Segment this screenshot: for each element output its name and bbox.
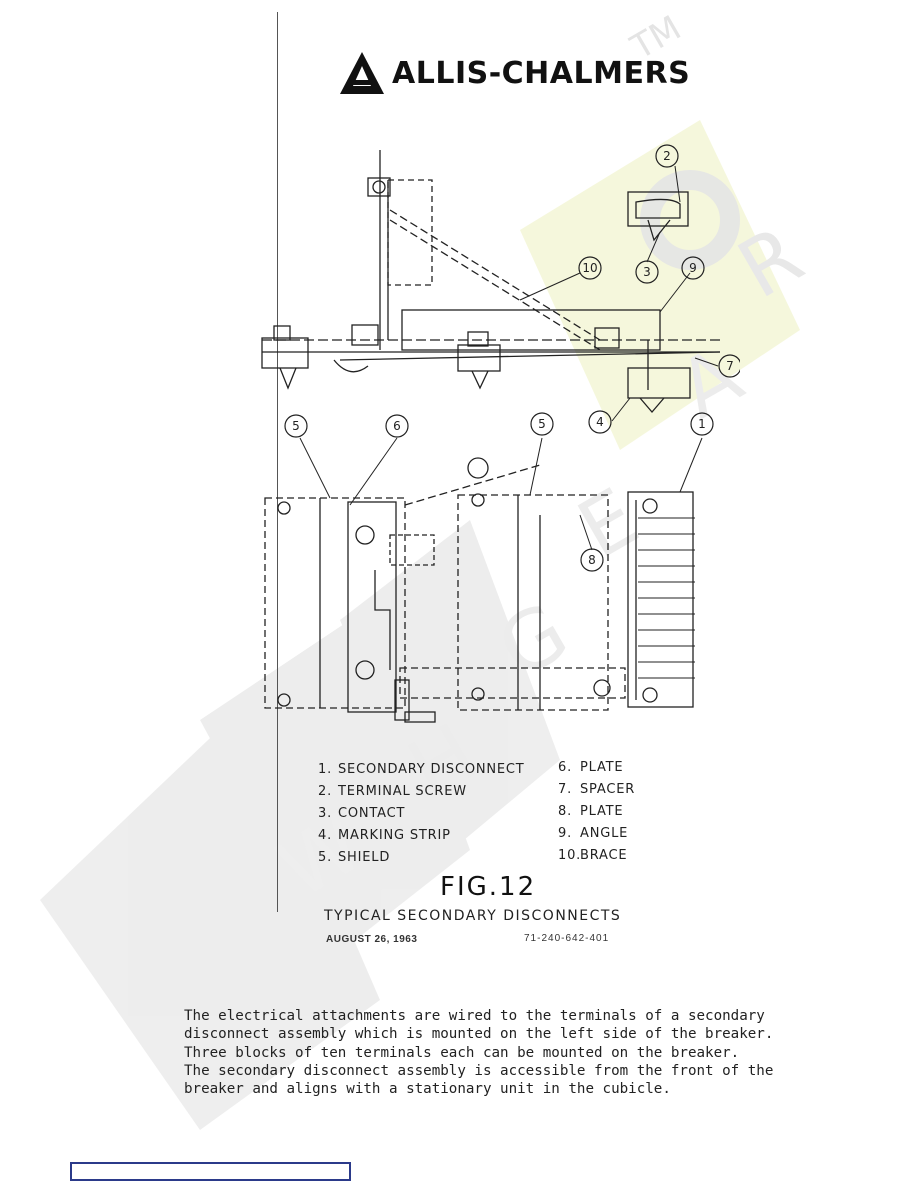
legend-item: 10.BRACE bbox=[558, 848, 628, 863]
front-view bbox=[264, 457, 695, 723]
secondary-disconnect-diagram: 2 3 10 9 7 4 5 6 5 1 8 bbox=[261, 144, 740, 723]
figure-code: 71-240-642-401 bbox=[524, 933, 610, 944]
callout-2: 2 bbox=[663, 149, 671, 163]
legend-item: 5.SHIELD bbox=[318, 850, 391, 865]
callout-3: 3 bbox=[643, 265, 651, 279]
callout-5-right: 5 bbox=[538, 417, 546, 431]
legend-item: 7.SPACER bbox=[558, 782, 636, 797]
legend-item: 3.CONTACT bbox=[318, 806, 406, 821]
legend-item: 4.MARKING STRIP bbox=[318, 828, 451, 843]
legend-item: 1.SECONDARY DISCONNECT bbox=[318, 762, 525, 777]
brand-header: ALLIS-CHALMERS bbox=[338, 48, 708, 102]
contact-detail bbox=[627, 191, 689, 242]
callout-1: 1 bbox=[698, 417, 706, 431]
side-view bbox=[261, 150, 721, 413]
body-line: disconnect assembly which is mounted on … bbox=[184, 1026, 774, 1043]
allis-chalmers-logo-icon bbox=[340, 52, 384, 94]
body-line: breaker and aligns with a stationary uni… bbox=[184, 1081, 671, 1098]
figure-date: AUGUST 26, 1963 bbox=[326, 934, 418, 945]
callout-10: 10 bbox=[582, 261, 597, 275]
callout-8: 8 bbox=[588, 553, 596, 567]
legend-item: 8.PLATE bbox=[558, 804, 624, 819]
callout-7: 7 bbox=[726, 359, 734, 373]
body-line: The secondary disconnect assembly is acc… bbox=[184, 1062, 774, 1079]
brand-name: ALLIS-CHALMERS bbox=[392, 56, 691, 91]
body-line: The electrical attachments are wired to … bbox=[184, 1008, 765, 1024]
callout-6: 6 bbox=[393, 419, 401, 433]
footer-box bbox=[70, 1162, 351, 1181]
callout-9: 9 bbox=[689, 261, 697, 275]
legend-item: 2.TERMINAL SCREW bbox=[318, 784, 467, 799]
margin-line bbox=[277, 12, 278, 912]
legend-item: 6.PLATE bbox=[558, 760, 624, 775]
callout-4: 4 bbox=[596, 415, 604, 429]
body-line: Three blocks of ten terminals each can b… bbox=[184, 1044, 740, 1061]
body-paragraph: The electrical attachments are wired to … bbox=[184, 1007, 773, 1098]
legend-item: 9.ANGLE bbox=[558, 826, 629, 841]
figure-subtitle: TYPICAL SECONDARY DISCONNECTS bbox=[324, 908, 622, 924]
callout-5-left: 5 bbox=[292, 419, 300, 433]
figure-title: FIG.12 bbox=[440, 872, 537, 902]
